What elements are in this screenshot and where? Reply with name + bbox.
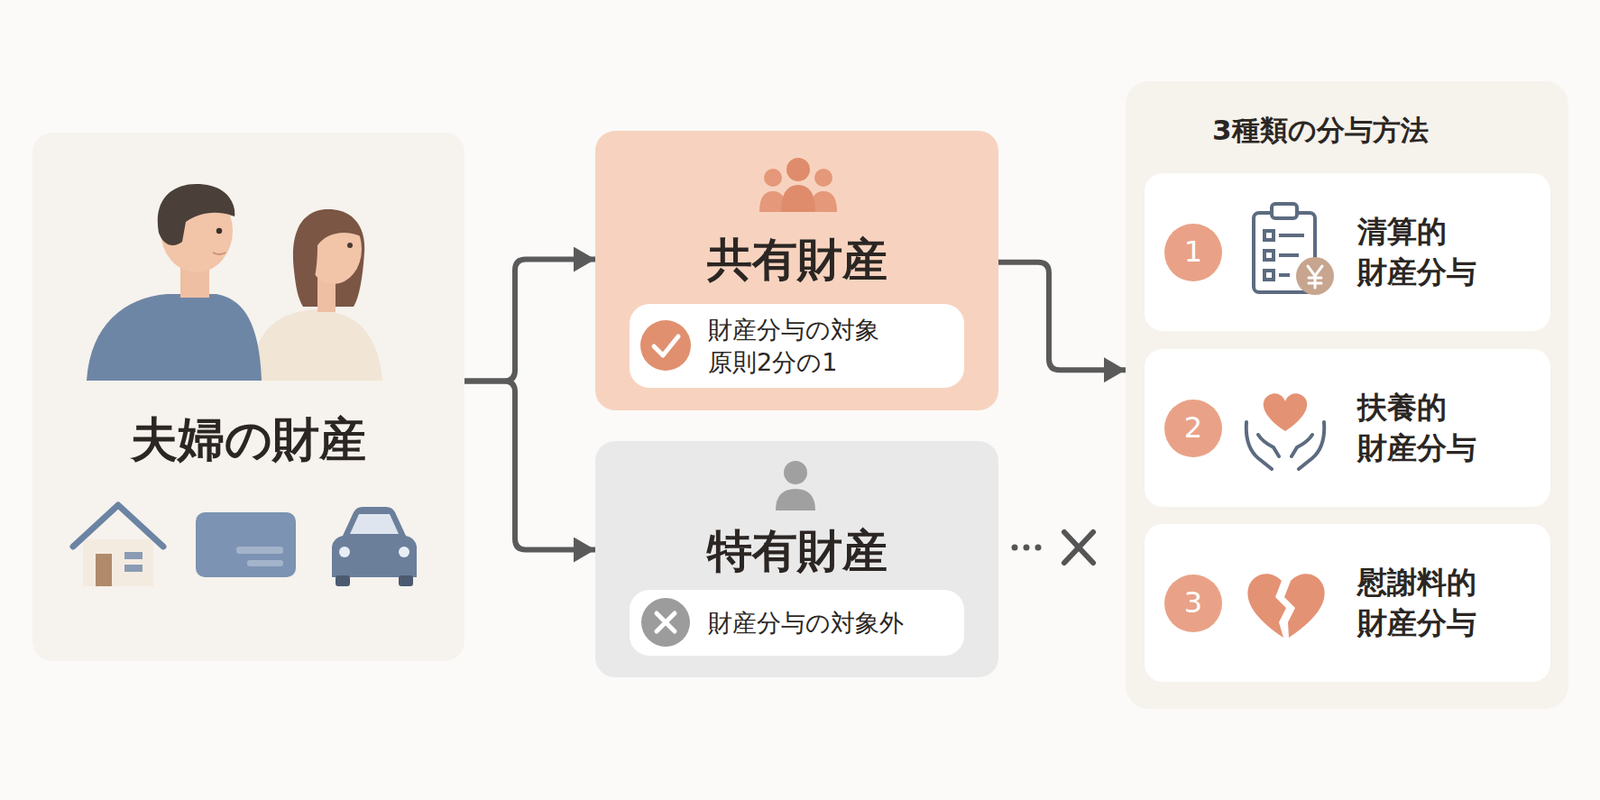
flow-arrow [464,380,596,550]
separate-property-box-text: 特有財産 [707,524,888,579]
callout-number-text: 2 [1184,410,1203,445]
caring-hands-icon [1246,393,1325,469]
clipboard-icon [1296,257,1334,295]
methods-panel: 3種類の分与方法清算的 財産分与 1 扶養的 財産分与 2 慰謝料的 財産分与 3 [1125,81,1569,709]
method-card-text: 慰謝料的 財産分与 [1357,562,1538,644]
property-note-text: 財産分与の対象 原則2分の1 [708,313,952,378]
callout-number: 1 [1164,223,1223,282]
house-icon [73,505,164,547]
car-icon [331,506,417,587]
check-icon [640,320,691,371]
method-card: 慰謝料的 財産分与 3 [1144,524,1551,682]
group-icon [786,157,810,182]
couple-illustration [86,294,262,381]
card-icon [195,512,296,578]
car-icon [398,546,410,558]
clipboard-icon [1278,233,1305,238]
house-icon [73,505,164,587]
car-icon [331,506,417,578]
clipboard-icon [1253,203,1334,295]
person-icon [775,460,816,511]
clipboard-icon [1264,250,1274,260]
broken-heart-icon [1247,573,1325,638]
person-icon [775,488,816,511]
broken-heart-icon [1247,573,1287,638]
clipboard-icon [1307,266,1323,288]
couple-illustration [249,309,383,381]
couple-illustration [297,211,361,304]
couple-illustration [216,228,222,234]
group-icon [781,184,816,212]
excluded-mark [1064,532,1094,563]
clipboard-icon [1264,230,1274,240]
group-icon [814,168,833,187]
clipboard-icon [1271,203,1297,219]
car-icon [398,575,414,587]
couple-illustration [86,183,383,381]
methods-panel-text: 3種類の分与方法 [1212,113,1429,148]
card-icon [236,546,284,554]
house-icon [124,564,143,572]
card-icon [247,560,284,567]
group-icon [763,168,782,187]
excluded-mark [1011,544,1019,552]
method-card-text: 清算的 財産分与 [1357,211,1538,293]
property-note-text: 財産分与の対象外 [708,606,904,639]
excluded-mark [1023,544,1030,552]
method-card-text: 扶養的 財産分与 [1357,387,1538,469]
house-icon [124,551,143,560]
callout-number-text: 1 [1184,234,1203,269]
couple-illustration [157,183,236,246]
callout-number-text: 3 [1184,585,1203,620]
flow-arrow [998,262,1126,370]
method-card: 清算的 財産分与 1 [1144,173,1551,332]
shared-property-box-text: 共有財産 [707,232,888,287]
person-icon [783,460,808,485]
caring-hands-icon [1263,393,1307,432]
flow-arrow [464,259,596,382]
excluded-mark [1011,532,1095,563]
car-icon [335,575,350,587]
group-icon [759,157,837,212]
callout-number: 3 [1164,574,1223,633]
car-icon [349,514,399,534]
card-icon [195,512,296,578]
cross-icon [641,597,690,647]
check-icon [653,336,679,356]
clipboard-icon [1264,270,1274,280]
house-icon [82,539,154,587]
callout-number: 2 [1164,399,1223,458]
cross-icon [656,613,675,632]
car-icon [339,546,350,558]
clipboard-icon [1278,273,1290,277]
check-icon [640,320,691,371]
cross-icon [641,597,690,647]
broken-heart-icon [1284,573,1325,638]
couple-illustration [347,242,353,249]
caring-hands-icon [1246,422,1325,469]
method-card: 扶養的 財産分与 2 [1144,349,1551,507]
source-panel-text: 夫婦の財産 [130,411,367,468]
house-icon [95,553,112,587]
excluded-mark [1035,544,1042,552]
clipboard-icon [1278,253,1299,258]
couple-illustration [212,252,226,255]
